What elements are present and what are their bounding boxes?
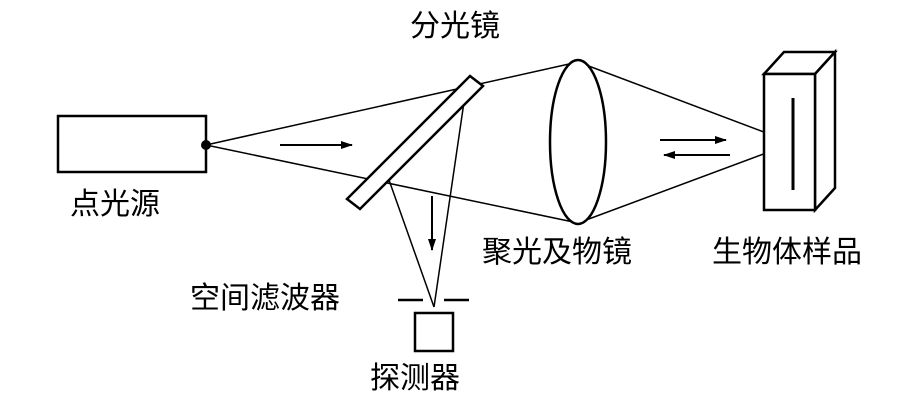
ray-detector-left bbox=[388, 179, 435, 308]
ray-detector-right bbox=[433, 101, 465, 308]
ray-lens-lower bbox=[577, 142, 794, 224]
label-point-source: 点光源 bbox=[70, 187, 160, 222]
sample-box-front bbox=[762, 72, 817, 212]
objective-lens bbox=[548, 58, 608, 226]
label-objective-lens: 聚光及物镜 bbox=[482, 235, 632, 270]
ray-source-upper bbox=[205, 61, 579, 146]
ray-lens-upper bbox=[577, 61, 794, 144]
beam-splitter-plate bbox=[345, 74, 485, 211]
point-source-box bbox=[56, 114, 208, 174]
label-sample: 生物体样品 bbox=[712, 235, 862, 270]
sample-box-side bbox=[813, 48, 837, 214]
detector-box bbox=[413, 311, 455, 353]
label-beam-splitter: 分光镜 bbox=[410, 9, 500, 44]
label-spatial-filter: 空间滤波器 bbox=[190, 281, 340, 316]
ray-source-lower bbox=[205, 144, 579, 224]
label-detector: 探测器 bbox=[370, 361, 460, 396]
